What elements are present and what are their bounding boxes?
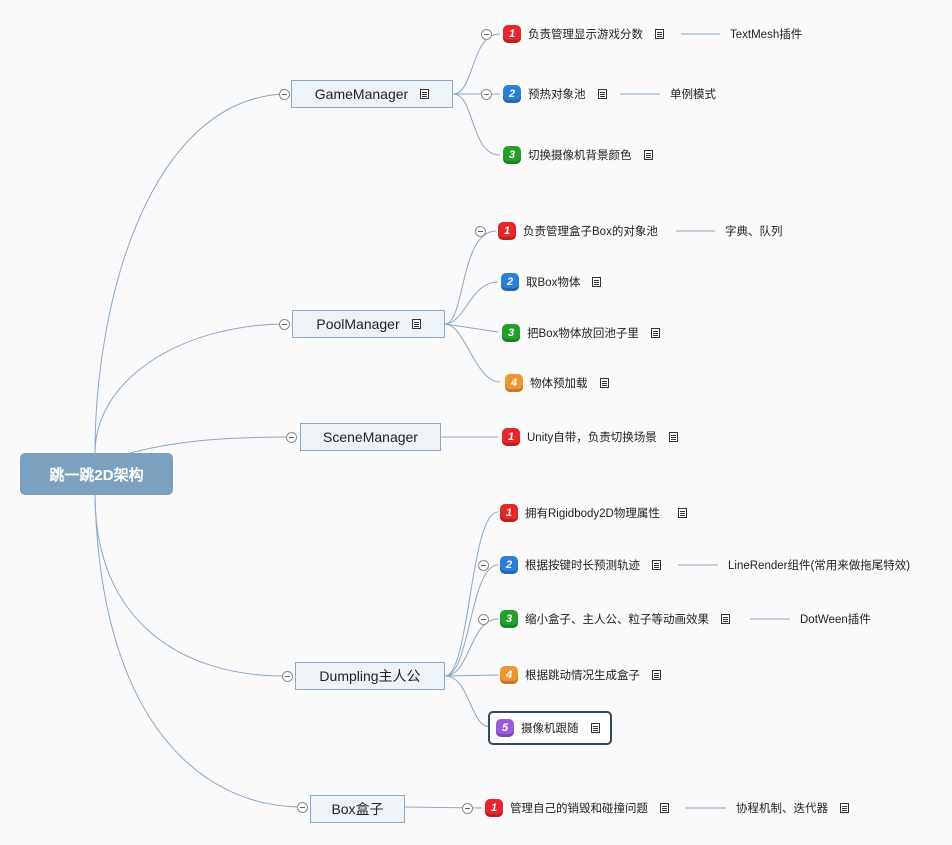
priority-1-icon: 1 (502, 428, 520, 446)
branch-scenemanager[interactable]: SceneManager (300, 423, 441, 451)
collapse-toggle-icon[interactable] (481, 89, 492, 100)
priority-3-icon: 3 (500, 610, 518, 628)
subtopic[interactable]: 字典、队列 (725, 221, 783, 241)
note-icon[interactable] (592, 277, 602, 287)
leaf-topic[interactable]: 2 根据按键时长预测轨迹 (500, 555, 661, 575)
branch-dumpling[interactable]: Dumpling主人公 (295, 662, 445, 690)
leaf-label: 取Box物体 (526, 277, 581, 289)
note-icon[interactable] (599, 378, 609, 388)
note-icon[interactable] (655, 29, 664, 39)
collapse-toggle-icon[interactable] (462, 803, 473, 814)
note-icon[interactable] (840, 803, 849, 813)
leaf-label: 管理自己的销毁和碰撞问题 (510, 803, 648, 815)
priority-3-icon: 3 (503, 146, 521, 164)
leaf-label: 根据跳动情况生成盒子 (525, 670, 640, 682)
collapse-toggle-icon[interactable] (286, 432, 297, 443)
priority-5-icon: 5 (496, 719, 514, 737)
leaf-topic[interactable]: 2 预热对象池 (503, 84, 607, 104)
priority-2-icon: 2 (503, 85, 521, 103)
leaf-label: 预热对象池 (528, 89, 586, 101)
branch-label: Box盒子 (331, 801, 384, 817)
leaf-label: 缩小盒子、主人公、粒子等动画效果 (525, 614, 709, 626)
note-icon[interactable] (721, 614, 730, 624)
leaf-label: 负责管理盒子Box的对象池 (523, 226, 658, 238)
subtopic[interactable]: 协程机制、迭代器 (736, 798, 849, 818)
leaf-topic[interactable]: 3 切换摄像机背景颜色 (503, 145, 653, 165)
note-icon[interactable] (660, 803, 669, 813)
root-label: 跳一跳2D架构 (49, 466, 144, 484)
branch-label: GameManager (314, 86, 409, 102)
leaf-topic[interactable]: 4 根据跳动情况生成盒子 (500, 665, 661, 685)
collapse-toggle-icon[interactable] (279, 89, 290, 100)
root-topic[interactable]: 跳一跳2D架构 (20, 453, 173, 495)
note-icon[interactable] (652, 560, 661, 570)
subtopic[interactable]: 单例模式 (670, 84, 716, 104)
priority-1-icon: 1 (498, 222, 516, 240)
leaf-topic[interactable]: 1 管理自己的销毁和碰撞问题 (485, 798, 669, 818)
leaf-label: 把Box物体放回池子里 (527, 328, 639, 340)
leaf-topic[interactable]: 4 物体预加载 (505, 373, 609, 393)
subtopic-label: 单例模式 (670, 89, 716, 101)
collapse-toggle-icon[interactable] (297, 802, 308, 813)
leaf-label: 物体预加载 (530, 378, 588, 390)
priority-1-icon: 1 (485, 799, 503, 817)
branch-label: SceneManager (323, 429, 418, 445)
collapse-toggle-icon[interactable] (478, 560, 489, 571)
note-icon[interactable] (643, 150, 653, 160)
leaf-topic[interactable]: 3 把Box物体放回池子里 (502, 323, 660, 343)
priority-2-icon: 2 (501, 273, 519, 291)
collapse-toggle-icon[interactable] (475, 226, 486, 237)
leaf-topic[interactable]: 2 取Box物体 (501, 272, 602, 292)
branch-box[interactable]: Box盒子 (310, 795, 405, 823)
branch-gamemanager[interactable]: GameManager (291, 80, 453, 108)
leaf-topic[interactable]: 1 负责管理盒子Box的对象池 (498, 221, 658, 241)
priority-1-icon: 1 (500, 504, 518, 522)
subtopic[interactable]: LineRender组件(常用来做拖尾特效) (728, 555, 910, 575)
note-icon[interactable] (411, 319, 421, 329)
branch-poolmanager[interactable]: PoolManager (292, 310, 445, 338)
branch-label: Dumpling主人公 (319, 668, 421, 684)
priority-1-icon: 1 (503, 25, 521, 43)
leaf-label: 切换摄像机背景颜色 (528, 150, 632, 162)
leaf-label: 根据按键时长预测轨迹 (525, 560, 640, 572)
subtopic[interactable]: DotWeen插件 (800, 609, 871, 629)
collapse-toggle-icon[interactable] (282, 671, 293, 682)
priority-4-icon: 4 (500, 666, 518, 684)
note-icon[interactable] (650, 328, 660, 338)
leaf-topic-selected[interactable]: 5 摄像机跟随 (488, 711, 612, 745)
branch-label: PoolManager (316, 316, 400, 332)
subtopic-label: 字典、队列 (725, 226, 783, 238)
subtopic-label: TextMesh插件 (730, 29, 803, 41)
leaf-label: 摄像机跟随 (521, 723, 579, 735)
note-icon[interactable] (652, 670, 661, 680)
priority-4-icon: 4 (505, 374, 523, 392)
leaf-label: Unity自带，负责切换场景 (527, 432, 657, 444)
leaf-topic[interactable]: 1 负责管理显示游戏分数 (503, 24, 664, 44)
leaf-topic[interactable]: 1 拥有Rigidbody2D物理属性 (500, 503, 687, 523)
leaf-label: 拥有Rigidbody2D物理属性 (525, 508, 660, 520)
subtopic-label: LineRender组件(常用来做拖尾特效) (728, 560, 911, 572)
subtopic[interactable]: TextMesh插件 (730, 24, 802, 44)
note-icon[interactable] (590, 723, 600, 733)
leaf-label: 负责管理显示游戏分数 (528, 29, 643, 41)
subtopic-label: 协程机制、迭代器 (736, 803, 828, 815)
collapse-toggle-icon[interactable] (481, 29, 492, 40)
leaf-topic[interactable]: 3 缩小盒子、主人公、粒子等动画效果 (500, 609, 730, 629)
note-icon[interactable] (420, 89, 430, 99)
priority-3-icon: 3 (502, 324, 520, 342)
subtopic-label: DotWeen插件 (800, 614, 871, 626)
leaf-topic[interactable]: 1 Unity自带，负责切换场景 (502, 427, 678, 447)
collapse-toggle-icon[interactable] (279, 319, 290, 330)
note-icon[interactable] (668, 432, 678, 442)
collapse-toggle-icon[interactable] (478, 614, 489, 625)
note-icon[interactable] (677, 508, 687, 518)
priority-2-icon: 2 (500, 556, 518, 574)
note-icon[interactable] (597, 89, 607, 99)
